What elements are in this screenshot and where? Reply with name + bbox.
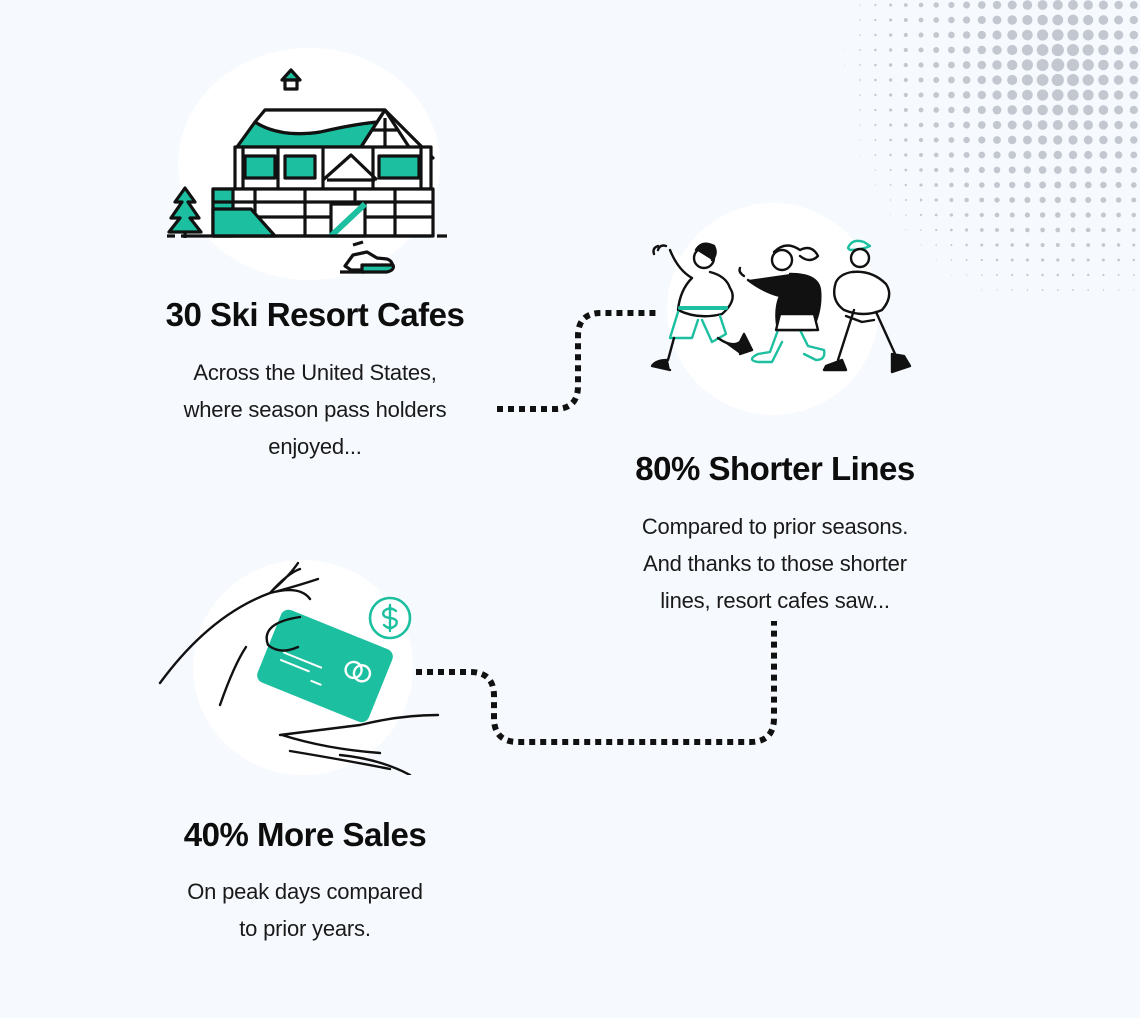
halftone-dots-decoration bbox=[844, 0, 1139, 291]
people-walking-icon bbox=[650, 239, 912, 374]
step-1-title: 30 Ski Resort Cafes bbox=[165, 296, 465, 333]
step-3-title: 40% More Sales bbox=[183, 816, 427, 853]
card-payment-icon bbox=[158, 561, 440, 775]
step-1-description: Across the United States, where season p… bbox=[183, 360, 447, 459]
ski-lodge-icon bbox=[167, 68, 447, 274]
step-3-description: On peak days compared to prior years. bbox=[187, 879, 423, 941]
step-2-description: Compared to prior seasons. And thanks to… bbox=[641, 514, 909, 613]
step-2-title: 80% Shorter Lines bbox=[635, 450, 915, 487]
